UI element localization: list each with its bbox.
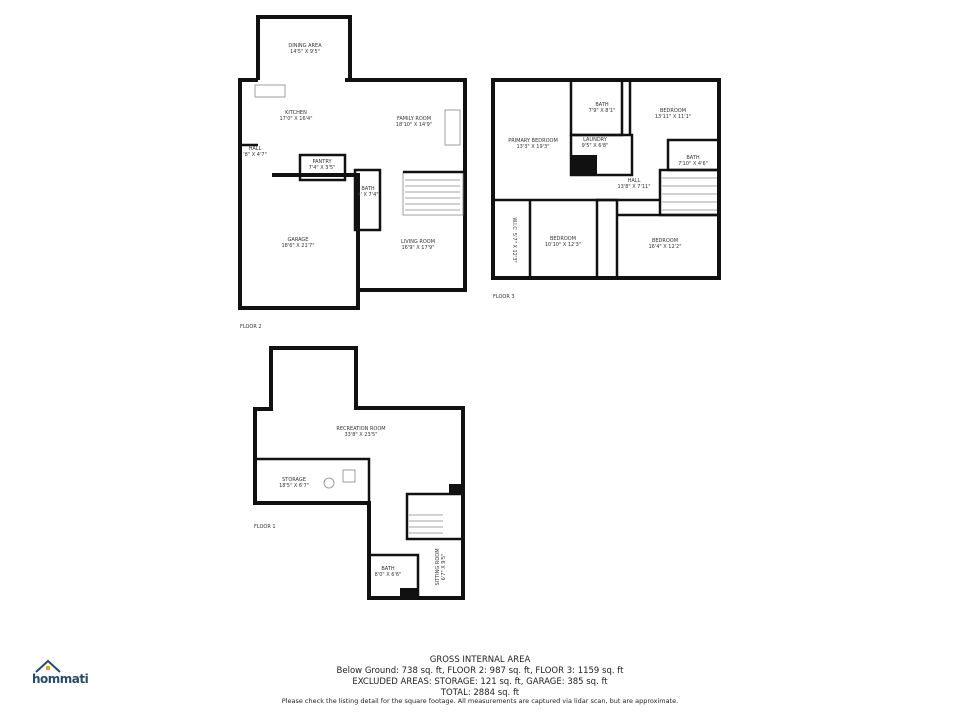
room-label: HALL'8" X 4'7" <box>243 146 267 158</box>
floor-label: FLOOR 1 <box>254 524 276 530</box>
logo-text: hommati <box>32 672 89 686</box>
area-summary: GROSS INTERNAL AREA Below Ground: 738 sq… <box>0 655 960 699</box>
floor-3-plan <box>491 78 721 280</box>
room-label: SITTING ROOM6'7" X 9'5" <box>435 548 447 585</box>
summary-heading: GROSS INTERNAL AREA <box>429 655 531 665</box>
room-label: W.I.C5'7" X 12'3" <box>511 217 517 262</box>
summary-excluded: EXCLUDED AREAS: STORAGE: 121 sq. ft, GAR… <box>352 677 608 687</box>
house-icon <box>35 659 61 673</box>
disclaimer: Please check the listing detail for the … <box>281 697 679 705</box>
hommati-logo: hommati <box>32 658 89 688</box>
summary-total: TOTAL: 2884 sq. ft <box>440 688 520 698</box>
summary-floors: Below Ground: 738 sq. ft, FLOOR 2: 987 s… <box>336 666 624 676</box>
floor-1-plan <box>253 346 465 600</box>
floor-label: FLOOR 3 <box>493 294 515 300</box>
floor-label: FLOOR 2 <box>240 324 262 330</box>
floor-2-plan <box>238 15 467 310</box>
